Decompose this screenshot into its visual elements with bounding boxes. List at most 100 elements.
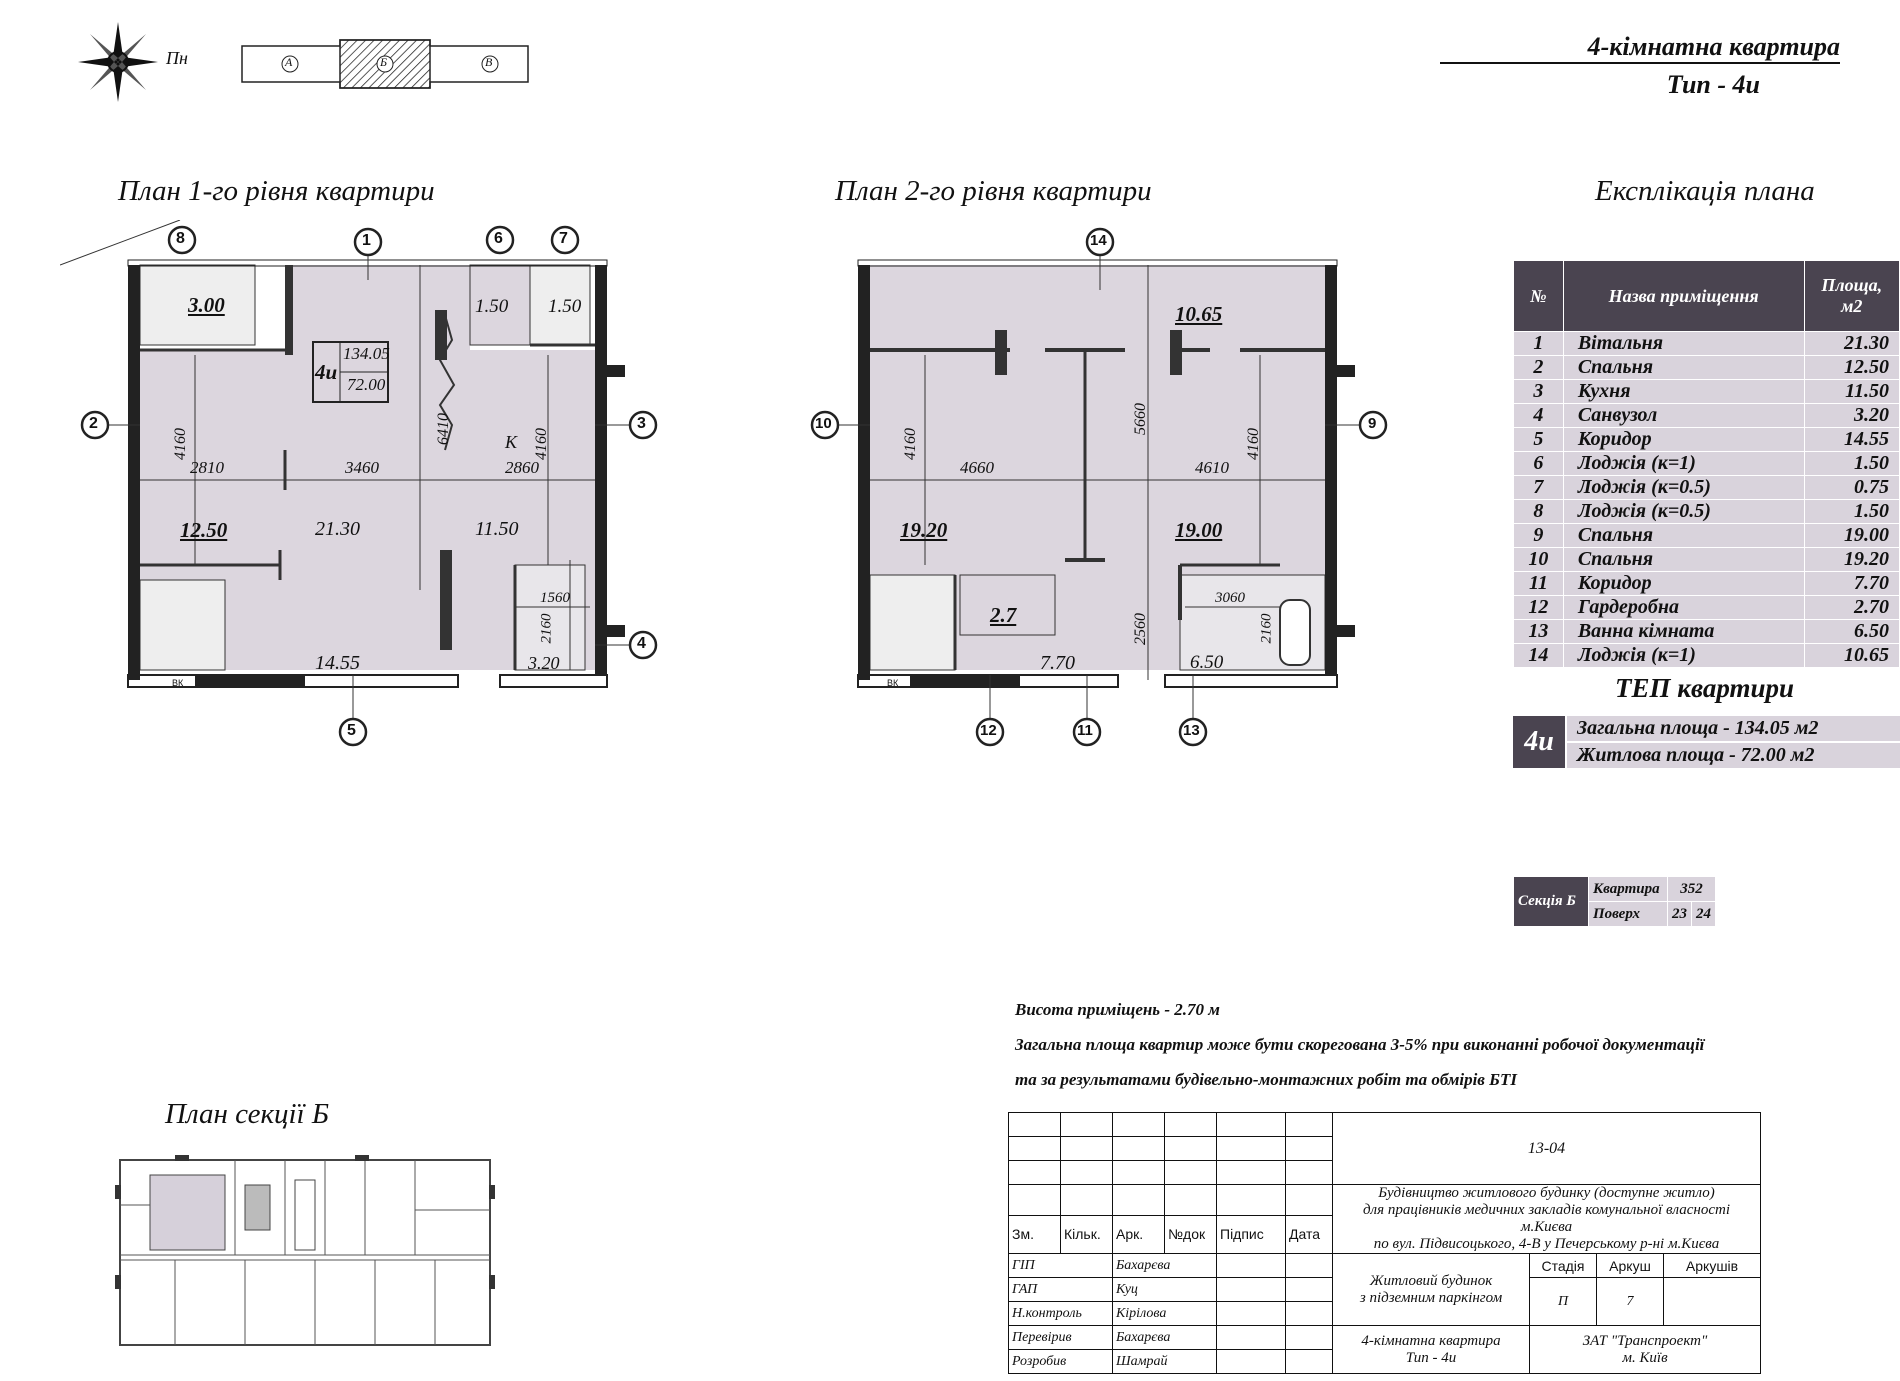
row-number: 6 <box>1513 451 1564 476</box>
project-code: 13-04 <box>1332 1112 1761 1185</box>
drawing-line-2: Тип - 4и <box>1405 1349 1457 1366</box>
room-marker-4: 4 <box>637 635 646 652</box>
hdr-sheet: Арк. <box>1112 1214 1165 1255</box>
room-marker-6: 6 <box>494 230 503 247</box>
role-developed: Розробив <box>1008 1349 1113 1374</box>
area-wc-4: 3.20 <box>528 653 560 673</box>
room-marker-13: 13 <box>1183 722 1200 739</box>
project-line-3: по вул. Підвисоцького, 4-В у Печерському… <box>1373 1236 1720 1252</box>
row-area: 11.50 <box>1803 379 1900 404</box>
role-checked: Перевірив <box>1008 1325 1113 1350</box>
note-bti: та за результатами будівельно-монтажних … <box>1015 1070 1517 1089</box>
room-marker-10: 10 <box>815 415 832 432</box>
name-developed: Шамрай <box>1112 1349 1217 1374</box>
row-area: 0.75 <box>1803 475 1900 500</box>
note-area-correction: Загальна площа квартир може бути скорего… <box>1015 1035 1705 1054</box>
dim-3460: 3460 <box>345 458 379 477</box>
hdr-docno: №док <box>1164 1214 1217 1255</box>
col-number: № <box>1513 260 1564 332</box>
hdr-signature: Підпис <box>1216 1214 1286 1255</box>
floor-plan-level-2: 14 10 9 12 11 13 10.65 19.20 19.00 2.7 7… <box>790 220 1420 750</box>
hdr-change: Зм. <box>1008 1214 1061 1255</box>
hdr-qty: Кільк. <box>1060 1214 1113 1255</box>
hdr-sheet-no: Аркуш <box>1596 1253 1664 1278</box>
name-checked: Бахарєва <box>1112 1325 1217 1350</box>
water-riser-label: ВК <box>172 678 184 688</box>
name-control: Кірілова <box>1112 1301 1217 1326</box>
company-name: ЗАТ "Транспроект" <box>1582 1332 1708 1349</box>
floor-plan-level-1: 8 1 6 7 2 3 4 5 3.00 1.50 1.50 12.50 21.… <box>59 219 690 750</box>
dim-2810: 2810 <box>190 458 224 477</box>
area-bedroom-9: 19.00 <box>1175 518 1223 542</box>
hdr-stage: Стадія <box>1529 1253 1597 1278</box>
dim-6410: 6410 <box>435 413 452 445</box>
room-marker-9: 9 <box>1368 415 1377 432</box>
row-number: 13 <box>1513 619 1564 644</box>
area-corridor-5: 14.55 <box>315 652 360 674</box>
col-room-name: Назва приміщення <box>1562 260 1805 332</box>
section-label: Секція Б <box>1513 876 1589 927</box>
note-height: Висота приміщень - 2.70 м <box>1015 1000 1220 1019</box>
row-room-name: Лоджія (к=1) <box>1562 643 1805 668</box>
section-plan-drawing <box>115 1155 495 1355</box>
kitchen-label: К <box>505 432 517 452</box>
row-room-name: Санвузол <box>1562 403 1805 428</box>
water-riser-label-2: ВК <box>887 678 899 688</box>
dim-4160-right2: 4160 <box>1245 428 1262 460</box>
tep-total-area: Загальна площа - 134.05 м2 <box>1567 716 1900 743</box>
row-room-name: Спальня <box>1562 523 1805 548</box>
row-number: 3 <box>1513 379 1564 404</box>
row-room-name: Лоджія (к=1) <box>1562 451 1805 476</box>
row-room-name: Коридор <box>1562 571 1805 596</box>
room-marker-7: 7 <box>559 230 568 247</box>
role-gip: ГІП <box>1008 1253 1113 1278</box>
project-description: Будівництво житлового будинку (доступне … <box>1332 1184 1761 1254</box>
area-loggia-6: 1.50 <box>475 296 509 317</box>
room-marker-12: 12 <box>980 722 997 739</box>
row-area: 12.50 <box>1803 355 1900 380</box>
hdr-date: Дата <box>1285 1214 1333 1255</box>
dim-2160-2: 2160 <box>1258 613 1275 644</box>
row-room-name: Ванна кімната <box>1562 619 1805 644</box>
row-number: 12 <box>1513 595 1564 620</box>
row-number: 10 <box>1513 547 1564 572</box>
row-area: 10.65 <box>1803 643 1900 668</box>
section-key-plan: А Б В <box>240 38 530 90</box>
area-kitchen-3: 11.50 <box>475 518 519 540</box>
row-number: 11 <box>1513 571 1564 596</box>
building-description: Житловий будинок з підземним паркінгом <box>1332 1253 1530 1326</box>
compass-rose-icon <box>78 22 158 102</box>
area-loggia-14: 10.65 <box>1175 302 1223 326</box>
row-area: 19.20 <box>1803 547 1900 572</box>
row-number: 8 <box>1513 499 1564 524</box>
room-marker-5: 5 <box>347 722 356 739</box>
row-room-name: Коридор <box>1562 427 1805 452</box>
area-bedroom-10: 19.20 <box>900 518 948 542</box>
area-wardrobe-12: 2.7 <box>990 603 1017 627</box>
apartment-type: Тип - 4и <box>1666 70 1760 99</box>
dim-2160: 2160 <box>538 613 555 644</box>
company-city: м. Київ <box>1622 1349 1668 1366</box>
plan2-title: План 2-го рівня квартири <box>835 175 1152 207</box>
explication-title: Експлікація плана <box>1595 175 1815 207</box>
row-room-name: Кухня <box>1562 379 1805 404</box>
tep-block: 4и Загальна площа - 134.05 м2 Житлова пл… <box>1513 716 1900 770</box>
tep-type: 4и <box>1513 716 1565 768</box>
project-line-2: для працівників медичних закладів комуна… <box>1362 1202 1731 1235</box>
name-gap: Куц <box>1112 1277 1217 1302</box>
row-room-name: Спальня <box>1562 355 1805 380</box>
row-area: 6.50 <box>1803 619 1900 644</box>
section-letter-b: Б <box>380 55 388 69</box>
row-number: 14 <box>1513 643 1564 668</box>
row-area: 7.70 <box>1803 571 1900 596</box>
